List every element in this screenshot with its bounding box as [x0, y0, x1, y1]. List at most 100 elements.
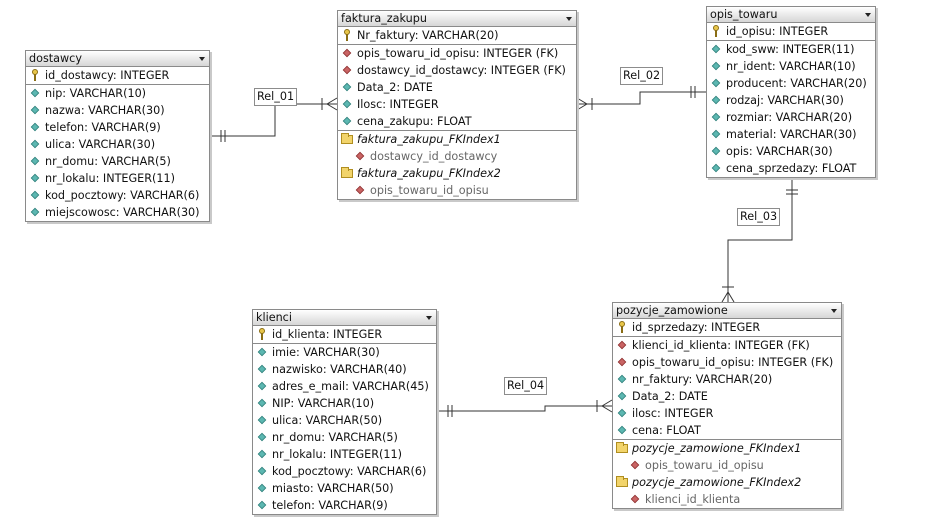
- rel-03-label[interactable]: Rel_03: [737, 208, 781, 226]
- table-klienci[interactable]: klienci id_klienta: INTEGER imie: VARCHA…: [252, 309, 437, 515]
- folder-icon: [616, 442, 628, 453]
- primary-key-row[interactable]: id_opisu: INTEGER: [707, 23, 875, 41]
- index-column-row[interactable]: dostawcy_id_dostawcy: [338, 148, 576, 165]
- index-row[interactable]: pozycje_zamowione_FKIndex2: [613, 474, 841, 491]
- table-pozycje-zamowione[interactable]: pozycje_zamowione id_sprzedazy: INTEGER …: [612, 302, 842, 509]
- column-label: nr_ident: VARCHAR(10): [726, 60, 856, 73]
- column-row[interactable]: cena_sprzedazy: FLOAT: [707, 160, 875, 177]
- index-row[interactable]: faktura_zakupu_FKIndex2: [338, 165, 576, 182]
- rel-04-label[interactable]: Rel_04: [504, 377, 548, 395]
- column-label: id_opisu: INTEGER: [726, 25, 829, 38]
- column-row[interactable]: nr_ident: VARCHAR(10): [707, 58, 875, 75]
- column-row[interactable]: cena_zakupu: FLOAT: [338, 113, 576, 130]
- fk-column-row[interactable]: klienci_id_klienta: INTEGER (FK): [613, 337, 841, 354]
- attribute-icon: [342, 99, 352, 109]
- index-column-row[interactable]: opis_towaru_id_opisu: [613, 457, 841, 474]
- column-row[interactable]: nr_lokalu: INTEGER(11): [26, 170, 209, 187]
- column-row[interactable]: ilosc: INTEGER: [613, 405, 841, 422]
- column-label: ilosc: INTEGER: [632, 407, 714, 420]
- attribute-icon: [711, 163, 721, 173]
- column-row[interactable]: nip: VARCHAR(10): [26, 85, 209, 102]
- column-row[interactable]: Data_2: DATE: [338, 79, 576, 96]
- index-column-icon: [630, 494, 640, 504]
- attribute-icon: [257, 364, 267, 374]
- table-header[interactable]: pozycje_zamowione: [613, 303, 841, 319]
- column-row[interactable]: kod_sww: INTEGER(11): [707, 41, 875, 58]
- column-row[interactable]: miasto: VARCHAR(50): [253, 480, 436, 497]
- column-label: dostawcy_id_dostawcy: [370, 150, 498, 163]
- table-header[interactable]: dostawcy: [26, 51, 209, 67]
- column-label: cena: FLOAT: [632, 424, 701, 437]
- column-label: kod_sww: INTEGER(11): [726, 43, 855, 56]
- index-row[interactable]: pozycje_zamowione_FKIndex1: [613, 439, 841, 457]
- rel-02-label[interactable]: Rel_02: [620, 67, 664, 85]
- column-row[interactable]: Ilosc: INTEGER: [338, 96, 576, 113]
- chevron-down-icon[interactable]: [831, 309, 837, 313]
- chevron-down-icon[interactable]: [865, 13, 871, 17]
- column-row[interactable]: kod_pocztowy: VARCHAR(6): [253, 463, 436, 480]
- column-row[interactable]: rodzaj: VARCHAR(30): [707, 92, 875, 109]
- table-faktura-zakupu[interactable]: faktura_zakupu Nr_faktury: VARCHAR(20) o…: [337, 10, 577, 200]
- foreign-key-icon: [342, 48, 352, 58]
- index-column-row[interactable]: klienci_id_klienta: [613, 491, 841, 508]
- column-label: opis: VARCHAR(30): [726, 145, 833, 158]
- column-row[interactable]: rozmiar: VARCHAR(20): [707, 109, 875, 126]
- rel-01-label[interactable]: Rel_01: [254, 88, 298, 106]
- attribute-icon: [617, 425, 627, 435]
- rel-02-line: [577, 91, 706, 105]
- primary-key-row[interactable]: id_klienta: INTEGER: [253, 326, 436, 344]
- chevron-down-icon[interactable]: [426, 316, 432, 320]
- attribute-icon: [711, 129, 721, 139]
- column-row[interactable]: nr_faktury: VARCHAR(20): [613, 371, 841, 388]
- table-dostawcy[interactable]: dostawcy id_dostawcy: INTEGER nip: VARCH…: [25, 50, 210, 222]
- key-icon: [344, 29, 350, 42]
- column-row[interactable]: nazwisko: VARCHAR(40): [253, 361, 436, 378]
- index-row[interactable]: faktura_zakupu_FKIndex1: [338, 130, 576, 148]
- column-row[interactable]: telefon: VARCHAR(9): [26, 119, 209, 136]
- column-row[interactable]: nr_domu: VARCHAR(5): [26, 153, 209, 170]
- column-row[interactable]: nr_domu: VARCHAR(5): [253, 429, 436, 446]
- chevron-down-icon[interactable]: [199, 57, 205, 61]
- table-title: pozycje_zamowione: [616, 304, 728, 317]
- column-row[interactable]: miejscowosc: VARCHAR(30): [26, 204, 209, 221]
- column-row[interactable]: kod_pocztowy: VARCHAR(6): [26, 187, 209, 204]
- attribute-icon: [257, 483, 267, 493]
- column-row[interactable]: telefon: VARCHAR(9): [253, 497, 436, 514]
- column-label: dostawcy_id_dostawcy: INTEGER (FK): [357, 64, 566, 77]
- column-row[interactable]: opis: VARCHAR(30): [707, 143, 875, 160]
- column-row[interactable]: cena: FLOAT: [613, 422, 841, 439]
- attribute-icon: [30, 173, 40, 183]
- column-label: producent: VARCHAR(20): [726, 77, 867, 90]
- attribute-icon: [617, 391, 627, 401]
- column-row[interactable]: imie: VARCHAR(30): [253, 344, 436, 361]
- table-header[interactable]: faktura_zakupu: [338, 11, 576, 27]
- fk-column-row[interactable]: dostawcy_id_dostawcy: INTEGER (FK): [338, 62, 576, 79]
- attribute-icon: [617, 374, 627, 384]
- attribute-icon: [30, 139, 40, 149]
- column-row[interactable]: nr_lokalu: INTEGER(11): [253, 446, 436, 463]
- column-row[interactable]: producent: VARCHAR(20): [707, 75, 875, 92]
- chevron-down-icon[interactable]: [566, 17, 572, 21]
- primary-key-row[interactable]: Nr_faktury: VARCHAR(20): [338, 27, 576, 45]
- index-label: faktura_zakupu_FKIndex2: [357, 167, 501, 180]
- column-row[interactable]: ulica: VARCHAR(50): [253, 412, 436, 429]
- primary-key-row[interactable]: id_dostawcy: INTEGER: [26, 67, 209, 85]
- index-column-row[interactable]: opis_towaru_id_opisu: [338, 182, 576, 199]
- fk-column-row[interactable]: opis_towaru_id_opisu: INTEGER (FK): [613, 354, 841, 371]
- column-row[interactable]: Data_2: DATE: [613, 388, 841, 405]
- column-row[interactable]: nazwa: VARCHAR(30): [26, 102, 209, 119]
- foreign-key-icon: [617, 340, 627, 350]
- column-label: nazwa: VARCHAR(30): [45, 104, 165, 117]
- column-row[interactable]: material: VARCHAR(30): [707, 126, 875, 143]
- column-row[interactable]: NIP: VARCHAR(10): [253, 395, 436, 412]
- column-row[interactable]: adres_e_mail: VARCHAR(45): [253, 378, 436, 395]
- table-header[interactable]: klienci: [253, 310, 436, 326]
- table-header[interactable]: opis_towaru: [707, 7, 875, 23]
- fk-column-row[interactable]: opis_towaru_id_opisu: INTEGER (FK): [338, 45, 576, 62]
- column-label: id_dostawcy: INTEGER: [45, 69, 170, 82]
- attribute-icon: [30, 156, 40, 166]
- table-opis-towaru[interactable]: opis_towaru id_opisu: INTEGER kod_sww: I…: [706, 6, 876, 178]
- column-row[interactable]: ulica: VARCHAR(30): [26, 136, 209, 153]
- column-label: opis_towaru_id_opisu: INTEGER (FK): [632, 356, 834, 369]
- primary-key-row[interactable]: id_sprzedazy: INTEGER: [613, 319, 841, 337]
